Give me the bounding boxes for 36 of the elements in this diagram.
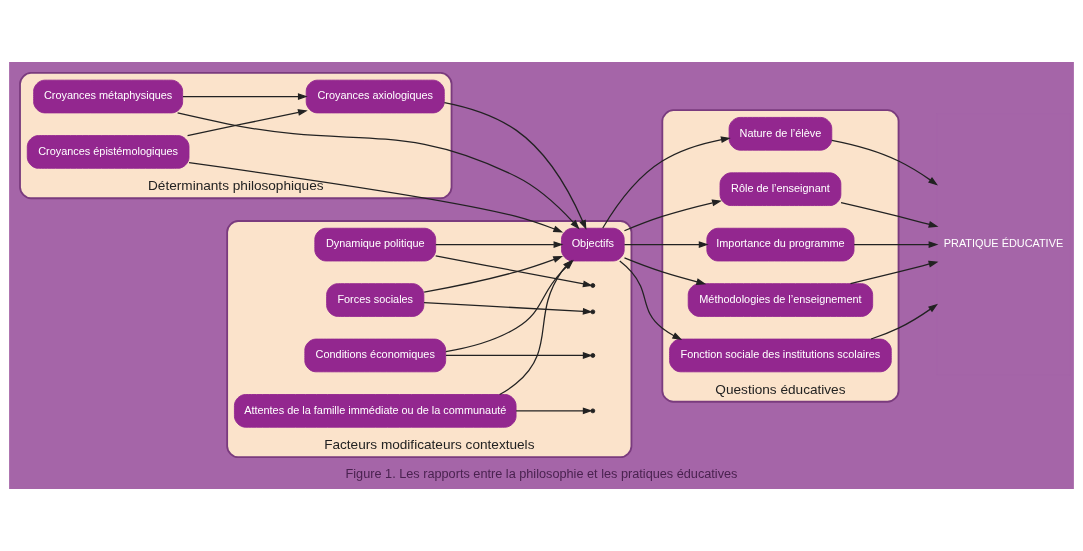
arrow (623, 257, 707, 285)
arrow (186, 109, 308, 137)
arrow (870, 303, 938, 340)
node-box: Nature de l’élève (728, 116, 833, 151)
arrow (623, 241, 709, 249)
node-box: Méthodologies de l’enseignement (687, 283, 874, 317)
node-box: Conditions économiques (304, 338, 447, 373)
arrow (623, 199, 722, 232)
arrow (853, 241, 939, 249)
arrow (423, 256, 564, 293)
node-text: PRATIQUE ÉDUCATIVE (943, 237, 1064, 250)
arrow (435, 255, 593, 288)
node-box: Dynamique politique (314, 227, 437, 262)
node-box: Importance du programme (706, 227, 855, 262)
arrow (188, 162, 564, 233)
arrow (515, 407, 593, 415)
node-box: Fonction sociale des institutions scolaires (669, 338, 892, 373)
arrow (445, 352, 593, 359)
arrow (602, 136, 731, 229)
node-box: Croyances épistémologiques (26, 135, 190, 169)
arrow (443, 101, 587, 230)
node-box: Croyances axiologiques (305, 79, 445, 114)
node-box: Croyances métaphysiques (33, 79, 184, 114)
node-box: Rôle de l’enseignant (719, 172, 842, 206)
arrow (840, 202, 939, 228)
node-box: Objectifs (561, 227, 625, 262)
node-box: Attentes de la famille immédiate ou de la communauté (233, 394, 517, 428)
node-box: Forces sociales (326, 283, 425, 317)
arrow (849, 260, 939, 285)
arrow (831, 139, 938, 186)
caption: Figure 1. Les rapports entre la philosophie et les pratiques éducatives (345, 466, 738, 482)
arrow (177, 112, 580, 230)
arrow (182, 93, 308, 100)
arrow (619, 260, 683, 340)
arrow (435, 241, 564, 249)
arrow (423, 302, 593, 315)
